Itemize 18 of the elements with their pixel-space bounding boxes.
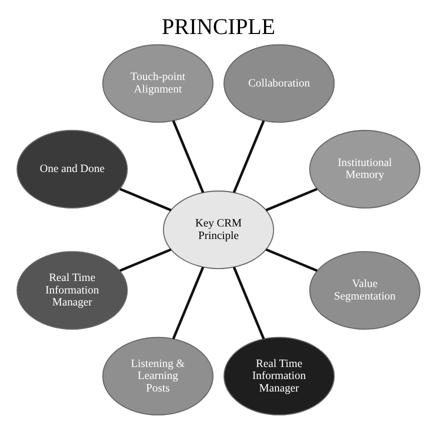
connector [172, 266, 204, 340]
node-ellipse: Real Time Information Manager [223, 336, 334, 416]
node-ellipse: Key CRM Principle [162, 190, 274, 270]
node-ellipse: Collaboration [223, 44, 334, 123]
diagram-title: PRINCIPLE [161, 14, 275, 40]
node-ellipse: Institutional Memory [308, 130, 420, 208]
connector [232, 120, 264, 194]
connector [118, 248, 171, 272]
connector [232, 266, 264, 340]
node-ellipse: One and Done [16, 130, 128, 208]
node-ellipse: Real Time Information Manager [16, 251, 128, 330]
connector [265, 248, 318, 272]
connector [172, 120, 204, 194]
node-ellipse: Value Segmentation [308, 251, 420, 330]
connector [118, 188, 171, 212]
node-ellipse: Touch-point Alignment [102, 44, 213, 123]
connector [265, 188, 318, 212]
node-ellipse: Listening & Learning Posts [102, 336, 213, 416]
